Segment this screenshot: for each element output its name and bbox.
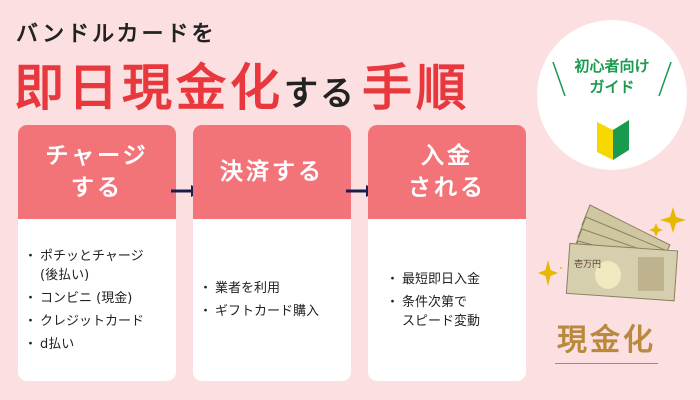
title-end: 手順 — [362, 59, 470, 117]
step-card-deposit: 入金 される 最短即日入金 条件次第で スピード変動 — [368, 125, 526, 381]
step-title: チャージ する — [18, 125, 176, 219]
list-item: d払い — [24, 335, 176, 354]
list-item: 最短即日入金 — [386, 270, 526, 289]
list-item: ポチッとチャージ (後払い) — [24, 247, 176, 285]
badge-slashes — [552, 61, 672, 97]
step-card-charge: チャージ する ポチッとチャージ (後払い) コンビニ (現金) クレジットカー… — [18, 125, 176, 381]
list-item: ギフトカード購入 — [199, 302, 351, 321]
step-card-payment: 決済する 業者を利用 ギフトカード購入 — [193, 125, 351, 381]
badge-text: 初心者向け ガイド — [574, 57, 650, 96]
list-item: クレジットカード — [24, 312, 176, 331]
list-item: 業者を利用 — [199, 279, 351, 298]
yen-banknotes-icon: 壱万円 — [560, 204, 686, 302]
title-main: 即日現金化 — [14, 59, 284, 117]
svg-text:壱万円: 壱万円 — [574, 258, 601, 270]
beginner-mark-icon — [597, 120, 629, 160]
step-title: 入金 される — [368, 125, 526, 219]
subtitle: バンドルカードを — [16, 22, 217, 47]
page-title: 即日現金化する手順 — [14, 48, 470, 120]
step-title: 決済する — [193, 125, 351, 219]
title-connector: する — [284, 74, 356, 114]
list-item: コンビニ (現金) — [24, 289, 176, 308]
beginner-guide-badge: 初心者向け ガイド — [537, 20, 687, 170]
cash-label: 現金化 — [555, 315, 658, 364]
list-item: 条件次第で スピード変動 — [386, 293, 526, 331]
sparkle-icon — [538, 260, 558, 286]
